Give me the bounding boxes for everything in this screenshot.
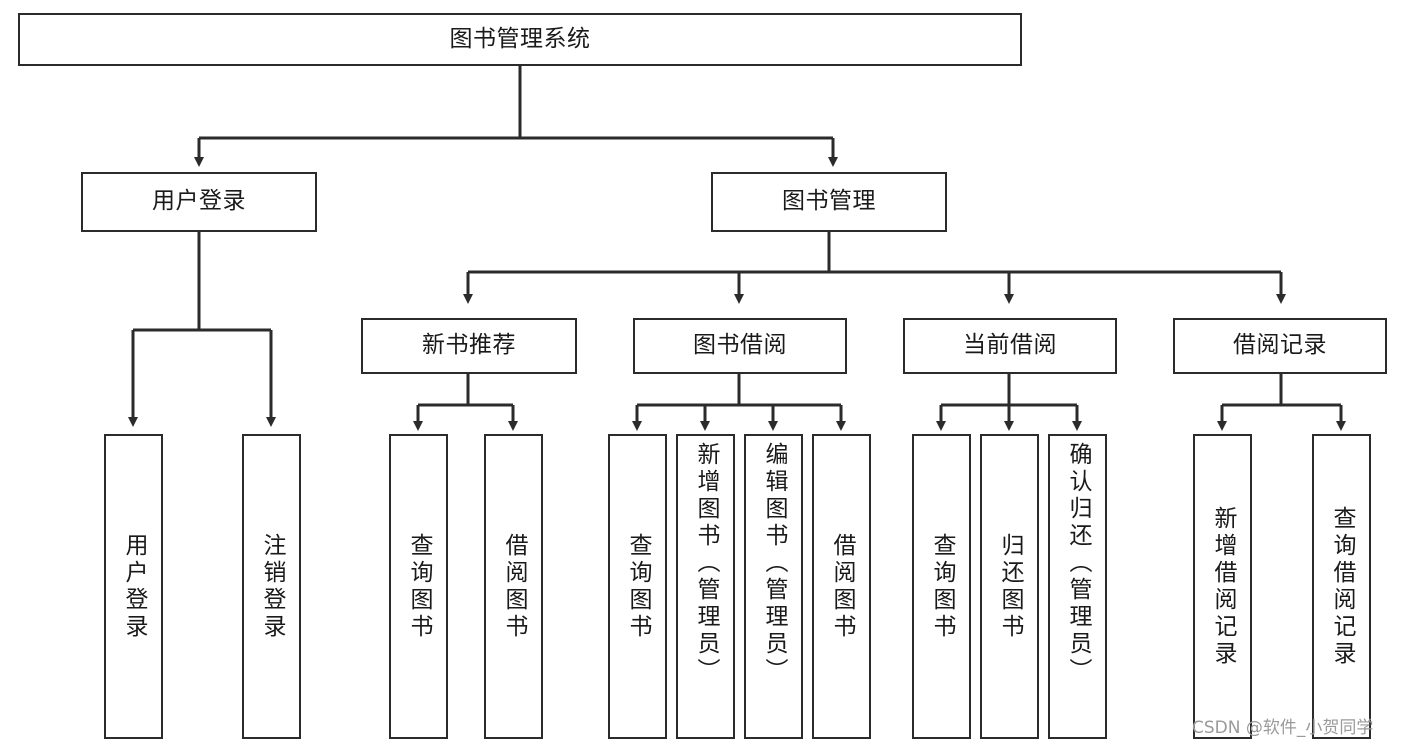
leaf-current-return-book-label: 归还图书: [997, 532, 1023, 641]
leaf-logout-label: 注销登录: [259, 532, 285, 641]
node-book-manage-label: 图书管理: [782, 188, 876, 215]
node-current-borrow[interactable]: 当前借阅: [903, 318, 1117, 374]
leaf-borrow-add-book-label: 新增图书（管理员）: [693, 442, 719, 685]
leaf-borrow-edit-book-label: 编辑图书（管理员）: [761, 442, 787, 685]
leaf-current-return-book[interactable]: 归还图书: [980, 434, 1039, 739]
leaf-current-query-book[interactable]: 查询图书: [912, 434, 971, 739]
leaf-record-add[interactable]: 新增借阅记录: [1193, 434, 1252, 739]
leaf-borrow-query-book-label: 查询图书: [625, 532, 651, 641]
node-user-login[interactable]: 用户登录: [81, 172, 317, 232]
leaf-user-login-label: 用户登录: [121, 532, 147, 641]
node-root[interactable]: 图书管理系统: [18, 13, 1022, 66]
leaf-borrow-borrow-book[interactable]: 借阅图书: [812, 434, 871, 739]
node-book-manage[interactable]: 图书管理: [711, 172, 947, 232]
leaf-newbook-borrow-book-label: 借阅图书: [501, 532, 527, 641]
leaf-current-confirm-return[interactable]: 确认归还（管理员）: [1048, 434, 1107, 739]
node-user-login-label: 用户登录: [152, 188, 246, 215]
leaf-logout[interactable]: 注销登录: [242, 434, 301, 739]
leaf-newbook-query-book-label: 查询图书: [406, 532, 432, 641]
leaf-borrow-add-book[interactable]: 新增图书（管理员）: [676, 434, 735, 739]
node-new-book-recommend[interactable]: 新书推荐: [361, 318, 577, 374]
node-root-label: 图书管理系统: [449, 25, 591, 52]
leaf-record-add-label: 新增借阅记录: [1210, 505, 1236, 668]
node-borrow-record-label: 借阅记录: [1233, 332, 1327, 359]
node-book-borrow-label: 图书借阅: [693, 332, 787, 359]
leaf-borrow-query-book[interactable]: 查询图书: [608, 434, 667, 739]
watermark-text: CSDN @软件_小贺同学: [1192, 718, 1374, 738]
node-new-book-recommend-label: 新书推荐: [422, 332, 516, 359]
leaf-newbook-borrow-book[interactable]: 借阅图书: [484, 434, 543, 739]
node-borrow-record[interactable]: 借阅记录: [1173, 318, 1387, 374]
leaf-newbook-query-book[interactable]: 查询图书: [389, 434, 448, 739]
leaf-borrow-edit-book[interactable]: 编辑图书（管理员）: [744, 434, 803, 739]
leaf-user-login[interactable]: 用户登录: [104, 434, 163, 739]
leaf-record-query-label: 查询借阅记录: [1329, 505, 1355, 668]
node-book-borrow[interactable]: 图书借阅: [633, 318, 847, 374]
node-current-borrow-label: 当前借阅: [963, 332, 1057, 359]
leaf-record-query[interactable]: 查询借阅记录: [1312, 434, 1371, 739]
leaf-borrow-borrow-book-label: 借阅图书: [829, 532, 855, 641]
leaf-current-query-book-label: 查询图书: [929, 532, 955, 641]
leaf-current-confirm-return-label: 确认归还（管理员）: [1065, 442, 1091, 685]
